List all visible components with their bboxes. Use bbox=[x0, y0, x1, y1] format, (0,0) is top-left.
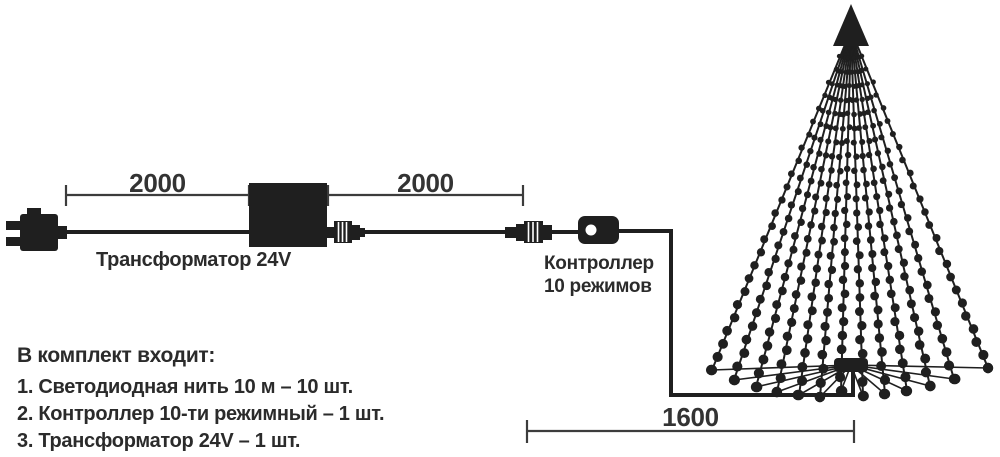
controller-label-line1: Контроллер bbox=[544, 253, 654, 274]
screw-connector-icon bbox=[325, 221, 365, 243]
kit-item-3: 3. Трансформатор 24V – 1 шт. bbox=[17, 430, 301, 452]
dimension-line-base bbox=[525, 420, 856, 443]
transformer-box-icon bbox=[249, 183, 327, 247]
screw-connector-icon bbox=[505, 221, 552, 243]
controller-hole bbox=[585, 224, 597, 236]
kit-item-2: 2. Контроллер 10-ти режимный – 1 шт. bbox=[17, 403, 385, 425]
controller-box-icon bbox=[578, 216, 619, 244]
dimension-line-segment2 bbox=[326, 185, 525, 206]
dimension-label-base: 1600 bbox=[662, 402, 719, 432]
tree-top-icon bbox=[833, 4, 869, 46]
kit-heading: В комплект входит: bbox=[17, 344, 216, 367]
tree-light-strings-icon bbox=[705, 27, 994, 403]
power-plug-icon bbox=[6, 208, 67, 251]
transformer-label: Трансформатор 24V bbox=[96, 249, 292, 271]
base-hub-icon bbox=[834, 358, 868, 372]
feeder-wire bbox=[617, 229, 855, 397]
controller-label-line2: 10 режимов bbox=[544, 276, 652, 297]
dimension-label-segment2: 2000 bbox=[397, 168, 454, 198]
controller-label: Контроллер 10 режимов bbox=[544, 252, 654, 298]
kit-item-1: 1. Светодиодная нить 10 м – 10 шт. bbox=[17, 376, 353, 398]
dimension-label-segment1: 2000 bbox=[129, 168, 186, 198]
kit-contents: В комплект входит: 1. Светодиодная нить … bbox=[17, 344, 385, 455]
